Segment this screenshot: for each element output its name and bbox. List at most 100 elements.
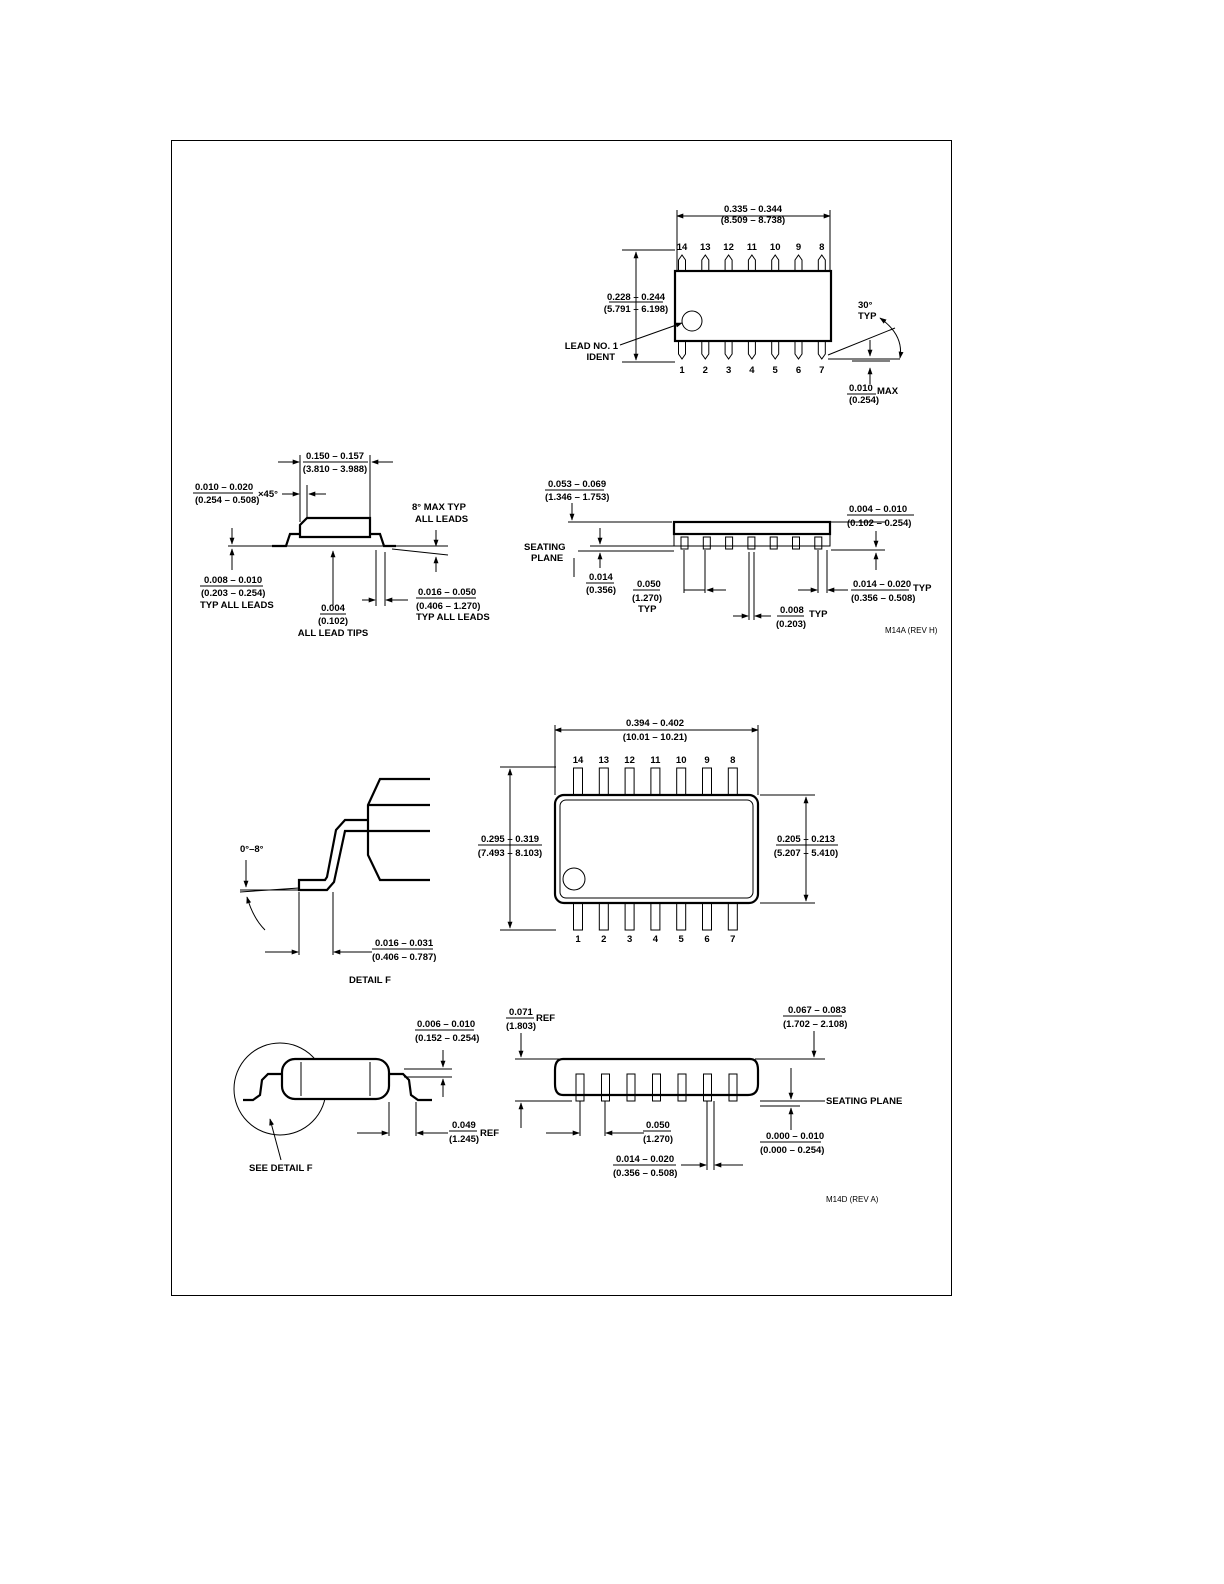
detail-foot-in: 0.016 – 0.031 (375, 938, 434, 949)
pkg2-lead-top (702, 767, 712, 796)
seat-plane: SEATING PLANE (826, 1096, 902, 1107)
pkg2-height-in: 0.295 – 0.319 (481, 834, 539, 845)
pkg1-lead-bottom (771, 340, 780, 360)
pkg1-bottom-pin-1: 1 (679, 365, 685, 376)
side-width-in: 0.014 – 0.020 (853, 579, 911, 590)
pkg2-lead-bottom (676, 902, 687, 931)
pkg2-lead-bottom (702, 902, 712, 931)
pkg2-side-leads (575, 1073, 738, 1102)
pkg1-side-lead (814, 536, 823, 550)
pkg1-lead-bottom (794, 340, 803, 360)
detail-title: DETAIL F (349, 975, 391, 986)
pkg1-side-lead (792, 536, 800, 550)
side-lead-mm: (0.356) (586, 585, 616, 596)
seat-1: SEATING (524, 542, 566, 553)
pkg1-lead-bottom (747, 340, 756, 360)
pkg1-side-leads (680, 536, 823, 550)
end2-ref-word: REF (480, 1128, 499, 1139)
pkg2-side-view: 0.071 (1.803) REF 0.067 – 0.083 (1.702 –… (506, 1005, 902, 1204)
pkg1-width-in: 0.335 – 0.344 (724, 204, 783, 215)
pkg2-end-view: 0.006 – 0.010 (0.152 – 0.254) 0.049 (1.2… (233, 1019, 499, 1174)
side2-width-mm: (0.356 – 0.508) (613, 1168, 677, 1179)
rev-m14d: M14D (REV A) (826, 1195, 879, 1204)
pkg1-lead-top (747, 254, 756, 272)
pkg2-bottom-pin-7: 7 (730, 934, 735, 945)
side2-pitch-mm: (1.270) (643, 1134, 673, 1145)
side2-standoff-in: 0.000 – 0.010 (766, 1131, 824, 1142)
end-width-in: 0.150 – 0.157 (306, 451, 364, 462)
pkg2-top-view: 0.394 – 0.402 (10.01 – 10.21) 0.295 – 0.… (478, 718, 838, 931)
side2-height-mm: (1.702 – 2.108) (783, 1019, 847, 1030)
pkg2-bottom-pin-3: 3 (627, 934, 632, 945)
angle-30-label: 30° (858, 300, 873, 311)
pkg1-top-pin-8: 8 (819, 242, 824, 253)
chamfer-mm: (0.254 – 0.508) (195, 495, 259, 506)
foot-in: 0.016 – 0.050 (418, 587, 476, 598)
pkg2-side-lead (677, 1073, 687, 1102)
pkg1-height-in: 0.228 – 0.244 (607, 292, 666, 303)
side-height-in: 0.053 – 0.069 (548, 479, 606, 490)
lead-thk-note: TYP ALL LEADS (200, 600, 274, 611)
see-detail-f: SEE DETAIL F (249, 1163, 313, 1174)
end2-ref-mm: (1.245) (449, 1134, 479, 1145)
pkg1-lead-top (817, 254, 826, 272)
pkg2-top-pin-14: 14 (573, 755, 584, 766)
end2-lead-in: 0.006 – 0.010 (417, 1019, 475, 1030)
pkg1-top-pin-13: 13 (700, 242, 711, 253)
pkg2-top-pin-9: 9 (704, 755, 709, 766)
pkg2-lead-bottom (598, 902, 609, 931)
pkg1-top-pin-10: 10 (770, 242, 781, 253)
pkg1-top-pin-12: 12 (723, 242, 734, 253)
foot-note: TYP ALL LEADS (416, 612, 490, 623)
pkg2-bottom-pin-1: 1 (575, 934, 581, 945)
pad-mm: (0.203) (776, 619, 806, 630)
pkg2-bottom-pin-5: 5 (679, 934, 685, 945)
angle-typ-label: TYP (858, 311, 877, 322)
pkg1-top-pin-9: 9 (796, 242, 801, 253)
tip-mm: (0.102) (318, 616, 348, 627)
side2-ref-mm: (1.803) (506, 1021, 536, 1032)
pkg2-lead-top (598, 767, 609, 796)
pkg1-lead-top (678, 254, 686, 272)
pkg2-bottom-leads (573, 902, 738, 931)
side-pitch-note: TYP (638, 604, 657, 615)
side2-width-in: 0.014 – 0.020 (616, 1154, 674, 1165)
pkg1-lead-top (794, 254, 803, 272)
detail-angle: 0°–8° (240, 844, 264, 855)
pkg1-height-mm: (5.791 – 6.198) (604, 304, 668, 315)
foot-mm: (0.406 – 1.270) (416, 601, 480, 612)
pkg2-side-lead (652, 1073, 661, 1102)
pkg2-side-lead (728, 1073, 738, 1102)
pkg2-lead-top (573, 767, 583, 796)
pkg2-bottom-pin-4: 4 (653, 934, 659, 945)
detail-foot-mm: (0.406 – 0.787) (372, 952, 436, 963)
pkg2-height-mm: (7.493 – 8.103) (478, 848, 542, 859)
pkg2-lead-bottom (727, 902, 738, 931)
pkg1-side-lead (680, 536, 689, 550)
chamfer-in: 0.010 – 0.020 (195, 482, 253, 493)
pkg1-side-lead (725, 536, 734, 550)
pkg2-lead-top (727, 767, 738, 796)
pkg1-side-lead (747, 536, 756, 550)
max-mm: (0.254) (849, 395, 879, 406)
pkg2-top-pin-12: 12 (624, 755, 635, 766)
standoff-in: 0.004 – 0.010 (849, 504, 907, 515)
pad-word: TYP (809, 609, 828, 620)
pkg1-lead-bottom (701, 340, 710, 360)
chamfer-angle: ×45° (258, 489, 278, 500)
pkg2-top-pin-8: 8 (730, 755, 735, 766)
standoff-mm: (0.102 – 0.254) (847, 518, 911, 529)
pkg1-bottom-pin-5: 5 (773, 365, 779, 376)
pin1-ident-circle (562, 867, 586, 891)
pad-in: 0.008 (780, 605, 804, 616)
pkg1-bottom-leads (678, 340, 826, 360)
pkg1-bottom-pin-4: 4 (749, 365, 755, 376)
end-width-mm: (3.810 – 3.988) (303, 464, 367, 475)
pkg1-lead-top (701, 254, 710, 272)
pkg1-lead-bottom (724, 340, 733, 360)
pkg2-lead-top (624, 767, 635, 796)
side-lead-in: 0.014 (589, 572, 613, 583)
pkg2-lead-bottom (573, 902, 583, 931)
